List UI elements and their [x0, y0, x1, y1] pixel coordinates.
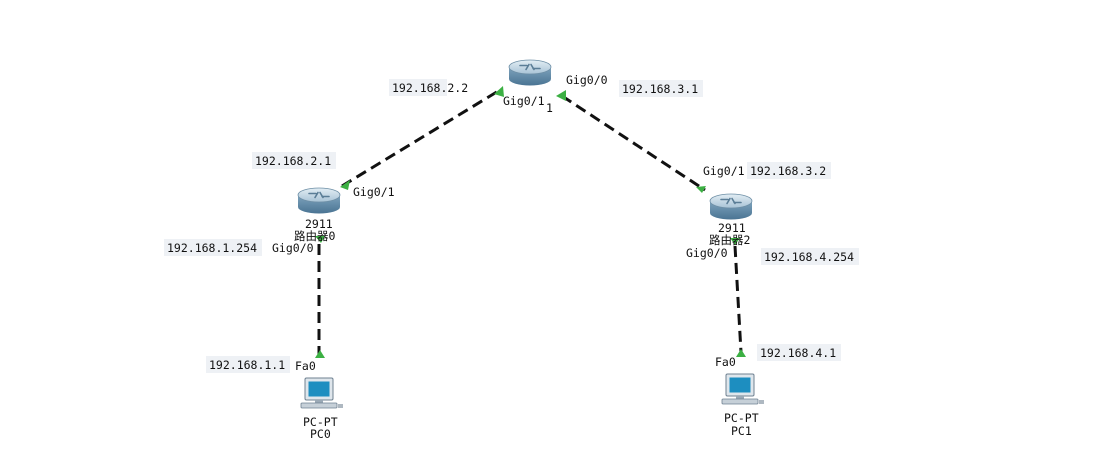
router-icon — [508, 59, 552, 87]
link-r2-pc1[interactable] — [733, 245, 743, 353]
port-label: Gig0/0 — [566, 73, 608, 87]
port-label: Gig0/0 — [272, 241, 314, 255]
router-name-label: 路由器0 — [294, 229, 335, 243]
pc-name-label: PC1 — [731, 424, 752, 438]
port-label: Gig0/1 — [703, 164, 745, 178]
link-r0-r1[interactable] — [341, 88, 501, 188]
pc-pc1[interactable] — [721, 373, 765, 405]
port-up-indicator — [315, 350, 325, 358]
ip-label: 192.168.1.254 — [167, 241, 257, 255]
port-up-indicator — [340, 180, 350, 190]
router-model-label: 2911 — [305, 217, 333, 231]
port-label: Gig0/0 — [686, 246, 728, 260]
pc-pc0[interactable] — [300, 377, 344, 409]
router-r0[interactable] — [297, 187, 341, 215]
ip-label: 192.168.4.1 — [760, 346, 836, 360]
port-label: Gig0/1 — [503, 94, 545, 108]
ip-label: 192.168.3.2 — [750, 164, 826, 178]
link-lines — [317, 88, 743, 358]
port-label: Fa0 — [715, 355, 736, 369]
router-r2[interactable] — [709, 193, 753, 221]
device-labels: 2911 路由器0 2911 路由器2 PC-PT PC0 PC-PT PC1 — [294, 217, 759, 441]
router-icon — [297, 187, 341, 215]
port-up-indicator — [696, 186, 706, 193]
port-up-indicator — [730, 238, 740, 245]
ip-label: 192.168.4.254 — [764, 250, 854, 264]
port-up-indicator — [736, 349, 746, 357]
pc-name-label: PC0 — [310, 427, 331, 441]
ip-labels: 192.168.2.2 192.168.3.1 192.168.2.1 192.… — [164, 79, 859, 373]
port-up-indicator — [315, 236, 325, 243]
port-up-indicator — [556, 90, 566, 101]
misc-mark: 1 — [546, 101, 553, 115]
router-r1[interactable] — [508, 59, 552, 87]
pc-icon — [300, 377, 344, 409]
ip-label: 192.168.3.1 — [622, 82, 698, 96]
pc-model-label: PC-PT — [303, 415, 338, 429]
link-r1-r2[interactable] — [561, 94, 706, 192]
router-name-label: 路由器2 — [709, 233, 750, 247]
pc-icon — [721, 373, 765, 405]
port-label: Gig0/1 — [353, 185, 395, 199]
port-label: Fa0 — [295, 359, 316, 373]
router-icon — [709, 193, 753, 221]
ip-label: 192.168.2.1 — [255, 154, 331, 168]
pc-model-label: PC-PT — [724, 411, 759, 425]
router-model-label: 2911 — [718, 221, 746, 235]
port-labels: Gig0/1 1 Gig0/0 Gig0/1 Gig0/1 Gig0/0 Gig… — [272, 73, 745, 373]
ip-label: 192.168.1.1 — [209, 358, 285, 372]
port-indicators — [315, 86, 746, 358]
port-up-indicator — [494, 86, 504, 97]
ip-label: 192.168.2.2 — [392, 81, 468, 95]
